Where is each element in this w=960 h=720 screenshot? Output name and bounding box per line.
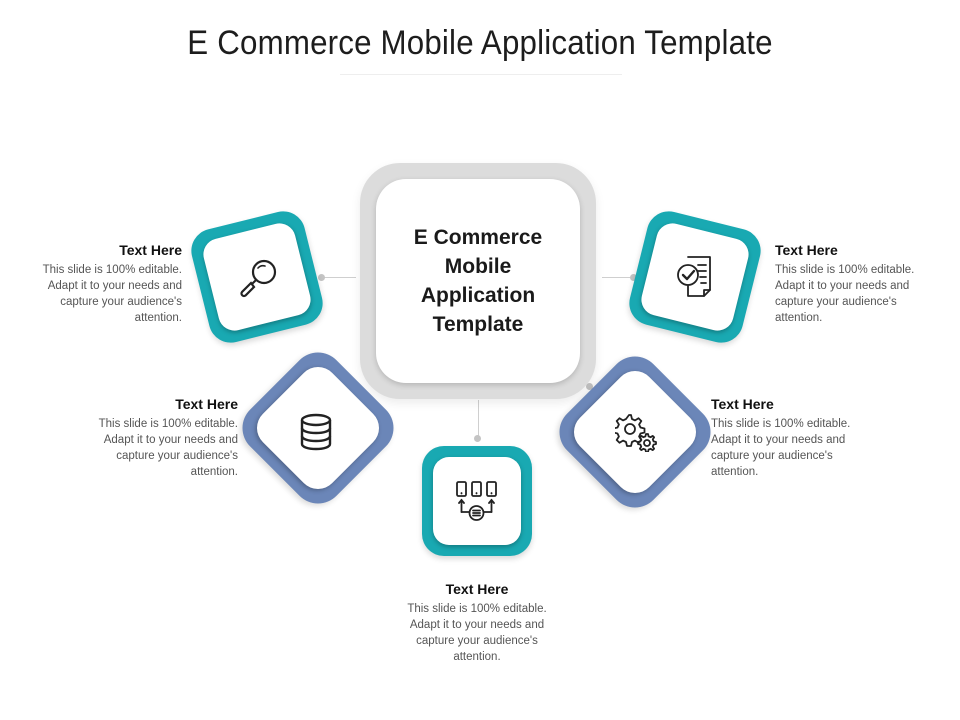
connector-right — [602, 277, 634, 278]
connector-dot-mid-right — [586, 383, 593, 390]
title-divider — [340, 74, 622, 75]
mobile-devices-network-icon — [455, 480, 499, 524]
text-block-heading: Text Here — [119, 242, 182, 258]
text-block-bottom: Text Here This slide is 100% editable. A… — [400, 581, 554, 665]
text-block-top-left: Text Here This slide is 100% editable. A… — [28, 242, 182, 326]
center-card: E Commerce Mobile Application Template — [376, 179, 580, 383]
connector-dot-bottom — [474, 435, 481, 442]
tile-bottom — [422, 446, 532, 556]
connector-bottom — [478, 400, 479, 438]
text-block-heading: Text Here — [775, 242, 838, 258]
connector-left — [322, 277, 356, 278]
text-block-body: This slide is 100% editable. Adapt it to… — [407, 603, 547, 663]
text-block-mid-left: Text Here This slide is 100% editable. A… — [84, 396, 238, 480]
text-block-heading: Text Here — [711, 396, 774, 412]
magnifier-icon — [234, 254, 282, 302]
checklist-document-icon — [674, 254, 718, 300]
text-block-top-right: Text Here This slide is 100% editable. A… — [775, 242, 925, 326]
connector-dot-right — [630, 274, 637, 281]
text-block-body: This slide is 100% editable. Adapt it to… — [775, 264, 915, 324]
slide-title: E Commerce Mobile Application Template — [187, 24, 773, 62]
connector-dot-left — [318, 274, 325, 281]
text-block-body: This slide is 100% editable. Adapt it to… — [98, 418, 238, 478]
text-block-heading: Text Here — [175, 396, 238, 412]
database-icon — [298, 412, 334, 452]
center-label: E Commerce Mobile Application Template — [413, 226, 543, 336]
gears-icon — [615, 412, 657, 452]
text-block-heading: Text Here — [445, 581, 509, 597]
text-block-mid-right: Text Here This slide is 100% editable. A… — [711, 396, 861, 480]
text-block-body: This slide is 100% editable. Adapt it to… — [711, 418, 851, 478]
text-block-body: This slide is 100% editable. Adapt it to… — [42, 264, 182, 324]
